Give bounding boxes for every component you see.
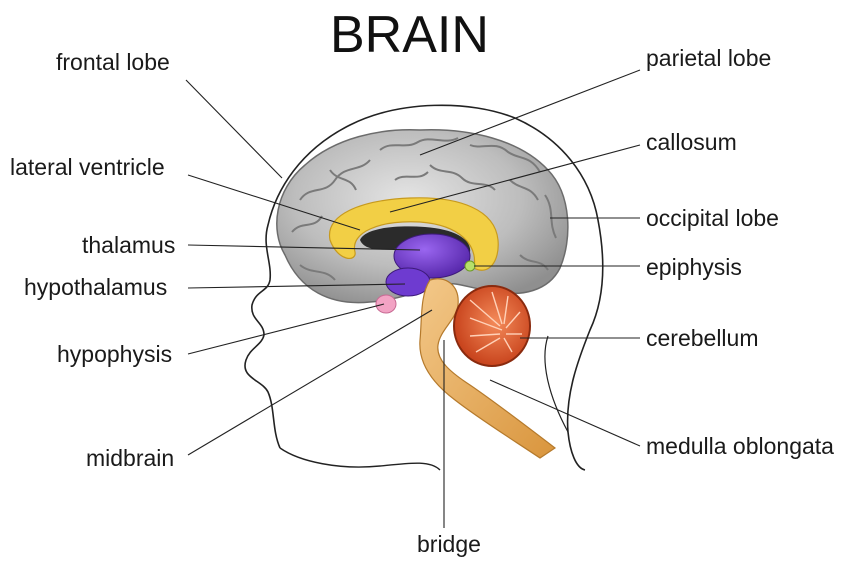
hypophysis-shape [376, 295, 396, 313]
label-cerebellum: cerebellum [646, 325, 759, 351]
hypothalamus-shape [386, 268, 430, 296]
diagram-title: BRAIN [330, 6, 489, 64]
label-parietal-lobe: parietal lobe [646, 45, 771, 71]
neck-outline [280, 448, 440, 470]
label-midbrain: midbrain [86, 445, 174, 471]
label-medulla-oblongata: medulla oblongata [646, 433, 834, 459]
label-callosum: callosum [646, 129, 737, 155]
label-bridge: bridge [417, 531, 481, 557]
label-lateral-ventricle: lateral ventricle [10, 154, 165, 180]
label-occipital-lobe: occipital lobe [646, 205, 779, 231]
label-epiphysis: epiphysis [646, 254, 742, 280]
ear-contour [545, 336, 568, 432]
label-thalamus: thalamus [82, 232, 175, 258]
label-frontal-lobe: frontal lobe [56, 49, 170, 75]
label-hypothalamus: hypothalamus [24, 274, 167, 300]
epiphysis-shape [465, 261, 475, 271]
label-hypophysis: hypophysis [57, 341, 172, 367]
